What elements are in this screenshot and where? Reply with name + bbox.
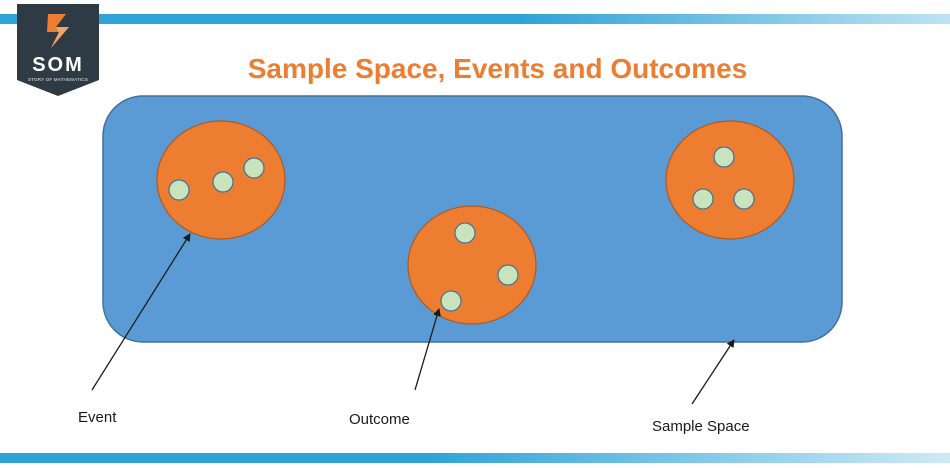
page-title: Sample Space, Events and Outcomes	[247, 53, 748, 84]
bottom-decorative-band	[0, 453, 950, 463]
outcome-label: Outcome	[349, 411, 410, 428]
event-circle-left	[156, 120, 286, 240]
outcome-point	[454, 222, 476, 244]
som-logo: SOM STORY OF MATHEMATICS	[17, 4, 99, 96]
logo-tagline: STORY OF MATHEMATICS	[27, 77, 89, 82]
logo-abbreviation: SOM	[32, 54, 84, 76]
outcome-point	[440, 290, 462, 312]
outcome-point	[243, 157, 265, 179]
top-decorative-band	[0, 14, 950, 24]
logo-badge-icon	[17, 4, 99, 96]
sample-space-pointer-arrow	[691, 339, 735, 405]
outcome-point	[713, 146, 735, 168]
sample-space-label: Sample Space	[652, 418, 750, 435]
outcome-pointer-arrow	[414, 308, 441, 391]
outcome-point	[692, 188, 714, 210]
event-circle-right	[665, 120, 795, 240]
event-pointer-arrow	[91, 233, 191, 391]
event-label: Event	[78, 409, 117, 426]
outcome-point	[168, 179, 190, 201]
outcome-point	[497, 264, 519, 286]
outcome-point	[733, 188, 755, 210]
outcome-point	[212, 171, 234, 193]
event-circle-middle	[407, 205, 537, 325]
